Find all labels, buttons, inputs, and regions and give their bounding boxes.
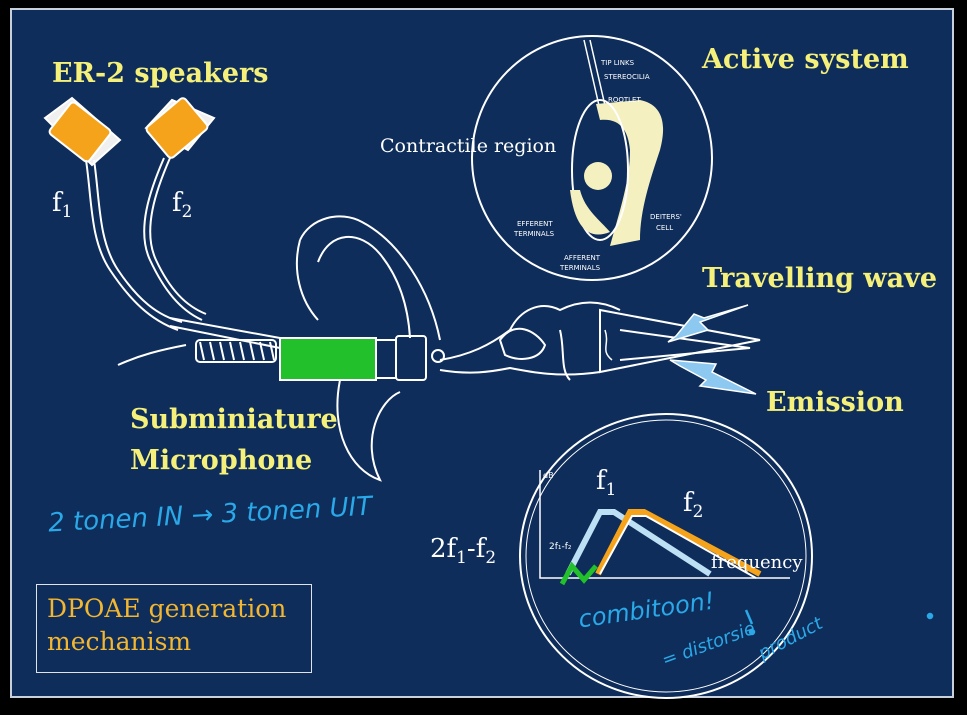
f1-label: f1 <box>52 188 73 222</box>
f2-label: f2 <box>172 188 193 222</box>
rootlet-label: ROOTLET <box>608 96 641 104</box>
microphone-label-line2: Microphone <box>130 445 313 476</box>
speakers-title: ER-2 speakers <box>52 58 269 89</box>
speaker-f1 <box>43 96 122 167</box>
graph-f2-label: f2 <box>683 488 704 522</box>
probe-tube <box>169 317 281 363</box>
graph-f1-label: f1 <box>596 466 617 500</box>
graph-frequency-label: frequency <box>711 552 803 573</box>
tip-links-label: TIP LINKS <box>601 59 635 67</box>
speaker-f2 <box>144 97 216 159</box>
active-system-circle <box>471 35 713 281</box>
emission-arrow <box>669 359 757 395</box>
dpoae-graph-circle <box>519 413 813 699</box>
ear-outline <box>295 215 761 482</box>
contractile-region-label: Contractile region <box>380 135 557 157</box>
travelling-wave-arrow <box>667 304 749 343</box>
speaker-cables <box>85 157 207 366</box>
caption-box: DPOAE generation mechanism <box>36 584 312 673</box>
travelling-wave-label: Travelling wave <box>702 263 937 294</box>
active-system-title: Active system <box>702 44 909 75</box>
caption-line2: mechanism <box>47 626 192 656</box>
efferent-terminals-label: TERMINALS <box>514 230 555 238</box>
microphone-body <box>279 335 445 381</box>
graph-db-label: dB <box>543 471 554 480</box>
caption-line1: DPOAE generation <box>47 594 287 623</box>
emission-label: Emission <box>766 387 904 418</box>
efferent-label: EFFERENT <box>517 220 553 228</box>
graph-small-formula: 2f₁-f₂ <box>549 542 572 552</box>
afferent-terminals-label: TERMINALS <box>560 264 601 272</box>
microphone-label-line1: Subminiature <box>130 404 338 435</box>
stereocilia-label: STEREOCILIA <box>604 73 650 81</box>
deiters-label: DEITERS' <box>650 213 682 221</box>
cell-label: CELL <box>656 224 674 232</box>
afferent-label: AFFERENT <box>564 254 601 262</box>
handwriting-marks <box>744 609 934 636</box>
dp-formula-label: 2f1-f2 <box>430 534 497 568</box>
